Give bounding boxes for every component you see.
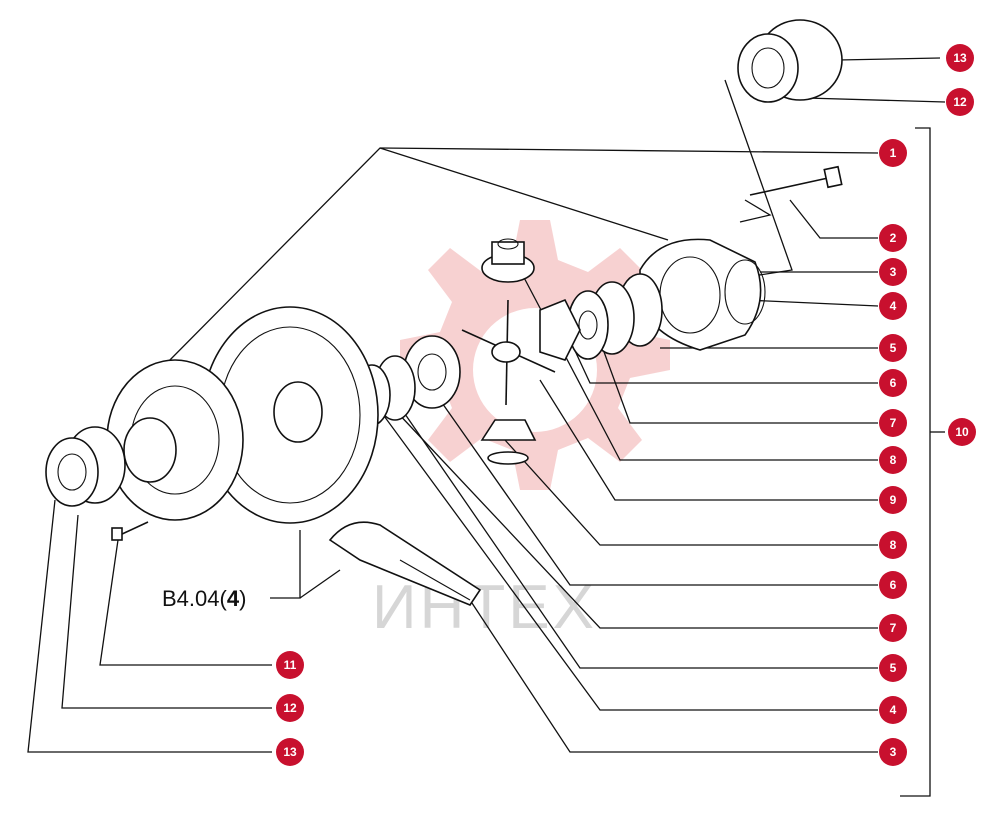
callout-8b: 8: [879, 531, 907, 559]
side-gear-right: [539, 298, 581, 361]
callout-11: 11: [276, 651, 304, 679]
svg-text:7: 7: [890, 416, 897, 430]
svg-text:13: 13: [953, 51, 967, 65]
callout-9: 9: [879, 486, 907, 514]
callout-4a: 4: [879, 292, 907, 320]
carrier-hub: [106, 359, 244, 521]
callout-3a: 3: [879, 258, 907, 286]
bolt-top: [749, 165, 843, 196]
friction-discs-right: [567, 273, 663, 360]
pinion-gear-bottom: [480, 419, 537, 465]
callout-1: 1: [879, 139, 907, 167]
callouts: 13 12 1 2 3 4 5 6 7 8 9 8 6 7 5 4 3 10 1…: [276, 44, 976, 766]
callout-6a: 6: [879, 369, 907, 397]
svg-text:10: 10: [955, 425, 969, 439]
callout-12-bot: 12: [276, 694, 304, 722]
svg-text:4: 4: [890, 299, 897, 313]
svg-text:7: 7: [890, 621, 897, 635]
callout-7b: 7: [879, 614, 907, 642]
ring-gear: [201, 306, 379, 524]
svg-text:1: 1: [890, 146, 897, 160]
svg-text:8: 8: [890, 453, 897, 467]
callout-2: 2: [879, 224, 907, 252]
svg-text:12: 12: [283, 701, 297, 715]
callout-10: 10: [948, 418, 976, 446]
parts: [45, 19, 843, 606]
svg-text:4: 4: [890, 703, 897, 717]
svg-text:6: 6: [890, 578, 897, 592]
svg-text:5: 5: [890, 341, 897, 355]
svg-text:3: 3: [890, 745, 897, 759]
callout-5a: 5: [879, 334, 907, 362]
callout-7a: 7: [879, 409, 907, 437]
callout-5b: 5: [879, 654, 907, 682]
reference-label: B4.04(4): [162, 586, 246, 611]
bolt-small: [111, 521, 149, 541]
svg-text:9: 9: [890, 493, 897, 507]
tapered-bearing-top: [737, 19, 843, 103]
svg-text:3: 3: [890, 265, 897, 279]
callout-4b: 4: [879, 696, 907, 724]
spider-cross: [461, 299, 556, 406]
callout-13-bot: 13: [276, 738, 304, 766]
svg-text:6: 6: [890, 376, 897, 390]
svg-text:11: 11: [284, 658, 297, 672]
callout-8a: 8: [879, 446, 907, 474]
svg-text:8: 8: [890, 538, 897, 552]
callout-3b: 3: [879, 738, 907, 766]
pinion-shaft: [328, 521, 482, 606]
watermark-text: ИНТЕХ: [372, 573, 597, 642]
differential-case: [639, 238, 766, 351]
callout-6b: 6: [879, 571, 907, 599]
pinion-gear-top: [481, 238, 535, 283]
tapered-bearing-left: [45, 426, 126, 507]
svg-text:13: 13: [283, 745, 297, 759]
svg-text:5: 5: [890, 661, 897, 675]
svg-text:2: 2: [890, 231, 897, 245]
leader-lines: [27, 57, 946, 797]
svg-text:12: 12: [953, 95, 967, 109]
callout-12-top: 12: [946, 88, 974, 116]
callout-13-top: 13: [946, 44, 974, 72]
